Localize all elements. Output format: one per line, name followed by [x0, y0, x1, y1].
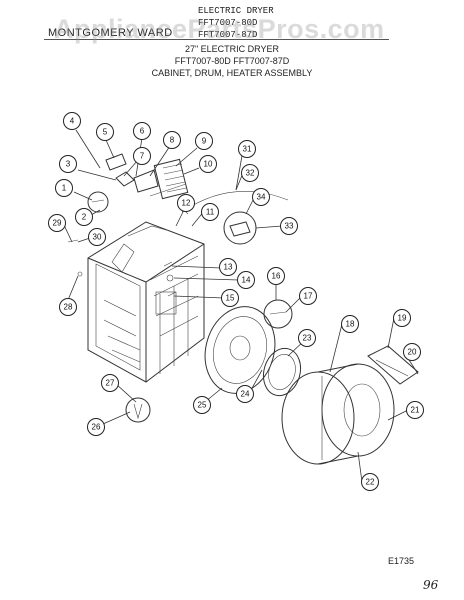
callout-25: 25	[193, 396, 211, 414]
svg-text:2: 2	[82, 213, 87, 222]
callout-27: 27	[101, 374, 119, 392]
leader-lines	[63, 129, 419, 483]
callout-14: 14	[237, 271, 255, 289]
callout-23: 23	[298, 329, 316, 347]
callout-6: 6	[133, 122, 151, 140]
header-product-line: ELECTRIC DRYER	[198, 6, 274, 16]
callout-31: 31	[238, 140, 256, 158]
callout-30: 30	[88, 228, 106, 246]
callout-1: 1	[55, 179, 73, 197]
subtitle-assembly: CABINET, DRUM, HEATER ASSEMBLY	[151, 68, 313, 78]
callout-16: 16	[267, 267, 285, 285]
svg-text:22: 22	[366, 478, 375, 487]
cabinet-drawing	[87, 221, 205, 383]
brand-label: MONTGOMERY WARD	[48, 27, 173, 39]
callout-34: 34	[252, 188, 270, 206]
callout-11: 11	[201, 203, 219, 221]
svg-text:3: 3	[66, 160, 71, 169]
subtitle-models: FFT7007-80D FFT7007-87D	[174, 56, 290, 66]
callout-13: 13	[219, 258, 237, 276]
svg-text:11: 11	[206, 208, 215, 217]
header-model-2: FFT7007-87D	[198, 30, 258, 40]
callout-19: 19	[393, 309, 411, 327]
callout-33: 33	[280, 217, 298, 235]
callout-18: 18	[341, 315, 359, 333]
callout-26: 26	[87, 418, 105, 436]
svg-text:4: 4	[70, 117, 75, 126]
svg-text:26: 26	[92, 423, 101, 432]
svg-text:21: 21	[411, 406, 420, 415]
callout-15: 15	[221, 289, 239, 307]
callout-21: 21	[406, 401, 424, 419]
callout-5: 5	[96, 123, 114, 141]
callout-3: 3	[59, 155, 77, 173]
callout-10: 10	[199, 155, 217, 173]
svg-text:7: 7	[140, 152, 145, 161]
callout-28: 28	[59, 298, 77, 316]
svg-text:15: 15	[226, 294, 235, 303]
callout-4: 4	[63, 112, 81, 130]
svg-text:1: 1	[62, 184, 67, 193]
svg-text:30: 30	[93, 233, 102, 242]
svg-text:5: 5	[103, 128, 108, 137]
callout-7: 7	[133, 147, 151, 165]
diagram-code: E1735	[388, 556, 415, 566]
subtitle-product: 27" ELECTRIC DRYER	[184, 44, 280, 54]
svg-text:25: 25	[198, 401, 207, 410]
callout-8: 8	[163, 131, 181, 149]
svg-text:23: 23	[303, 334, 312, 343]
svg-text:24: 24	[241, 390, 250, 399]
callout-2: 2	[75, 208, 93, 226]
drum-assembly-drawing	[204, 306, 419, 465]
svg-text:20: 20	[408, 348, 417, 357]
svg-text:6: 6	[140, 127, 145, 136]
svg-text:18: 18	[346, 320, 355, 329]
svg-text:32: 32	[246, 169, 255, 178]
header-model-1: FFT7007-80D	[198, 18, 258, 28]
svg-text:31: 31	[243, 145, 252, 154]
header-rule	[44, 39, 389, 40]
svg-text:16: 16	[272, 272, 281, 281]
svg-text:9: 9	[202, 137, 207, 146]
callout-29: 29	[48, 214, 66, 232]
svg-text:17: 17	[304, 292, 313, 301]
callout-22: 22	[361, 473, 379, 491]
callout-12: 12	[177, 194, 195, 212]
callout-24: 24	[236, 385, 254, 403]
callout-32: 32	[241, 164, 259, 182]
svg-text:28: 28	[64, 303, 73, 312]
svg-text:34: 34	[257, 193, 266, 202]
svg-text:29: 29	[53, 219, 62, 228]
svg-text:19: 19	[398, 314, 407, 323]
callout-17: 17	[299, 287, 317, 305]
svg-text:13: 13	[224, 263, 233, 272]
svg-text:8: 8	[170, 136, 175, 145]
callout-9: 9	[195, 132, 213, 150]
svg-text:27: 27	[106, 379, 115, 388]
svg-text:10: 10	[204, 160, 213, 169]
svg-text:12: 12	[182, 199, 191, 208]
svg-text:33: 33	[285, 222, 294, 231]
svg-text:14: 14	[242, 276, 251, 285]
callout-20: 20	[403, 343, 421, 361]
handwritten-note: 96	[423, 578, 439, 592]
